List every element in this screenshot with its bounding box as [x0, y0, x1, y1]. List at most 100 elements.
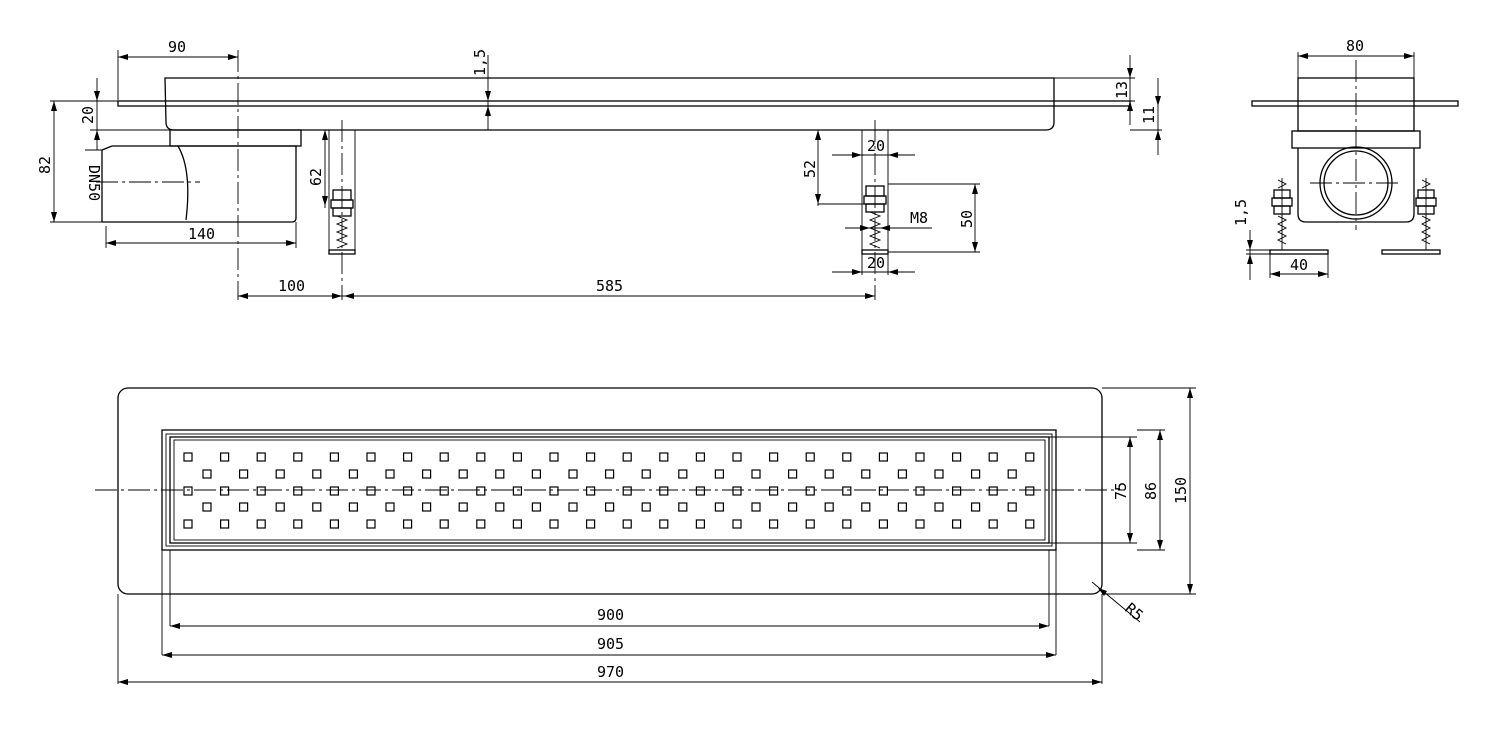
grate-hole — [549, 452, 559, 462]
grate-hole — [861, 502, 871, 512]
grate-hole — [768, 452, 779, 462]
grate-hole — [403, 486, 413, 496]
grate-hole — [549, 486, 559, 496]
dim-86: 86 — [1142, 482, 1160, 500]
grate-hole — [824, 469, 834, 479]
grate-hole — [366, 452, 376, 462]
grate-hole — [439, 519, 449, 529]
grate-hole — [183, 486, 193, 496]
dim-62: 62 — [307, 168, 325, 186]
dim-13: 13 — [1113, 81, 1131, 99]
grate-hole — [385, 502, 395, 512]
plan-view: 75 86 150 R5 900 905 970 — [95, 387, 1196, 685]
grate-hole — [329, 452, 339, 462]
grate-hole — [202, 502, 212, 512]
grate-hole — [256, 486, 266, 496]
grate-hole — [220, 519, 230, 529]
grate-holes — [183, 452, 1035, 529]
grate-hole — [275, 469, 285, 479]
grate-hole — [787, 469, 798, 479]
grate-hole — [934, 469, 944, 479]
grate-hole — [988, 519, 998, 529]
grate-hole — [458, 469, 468, 479]
dim-r5: R5 — [1121, 599, 1146, 624]
grate-hole — [239, 502, 249, 512]
grate-hole — [659, 452, 669, 462]
dim-1-5: 1,5 — [471, 49, 489, 76]
grate-hole — [476, 519, 486, 529]
grate-hole — [714, 469, 725, 479]
dim-m8: M8 — [910, 209, 928, 227]
dim-end-1-5: 1,5 — [1232, 199, 1250, 226]
grate-hole — [988, 452, 998, 462]
grate-hole — [751, 469, 761, 479]
grate-hole — [202, 469, 212, 479]
dim-52: 52 — [801, 160, 819, 178]
side-right-foot — [861, 120, 889, 300]
grate-hole — [622, 486, 632, 496]
grate-hole — [970, 469, 981, 479]
grate-hole — [403, 519, 413, 529]
side-channel-body — [164, 77, 1055, 131]
grate-hole — [878, 519, 889, 529]
grate-hole — [531, 469, 542, 479]
side-outlet-collar — [169, 129, 302, 147]
grate-hole — [239, 469, 249, 479]
grate-hole — [934, 502, 944, 512]
grate-hole — [458, 502, 468, 512]
grate-hole — [915, 452, 925, 462]
side-trap-curve — [177, 145, 189, 221]
grate-hole — [385, 469, 395, 479]
grate-hole — [220, 486, 230, 496]
grate-hole — [422, 469, 432, 479]
grate-hole — [568, 502, 578, 512]
grate-hole — [787, 502, 798, 512]
grate-hole — [641, 469, 651, 479]
grate-hole — [842, 452, 852, 462]
grate-hole — [732, 452, 742, 462]
grate-hole — [897, 502, 908, 512]
grate-hole — [312, 469, 322, 479]
dim-970: 970 — [597, 663, 624, 681]
grate-hole — [1025, 452, 1035, 462]
side-left-foot — [328, 120, 356, 300]
grate-hole — [915, 519, 925, 529]
dim-dn50: DN50 — [85, 165, 103, 201]
grate-hole — [183, 452, 193, 462]
grate-hole — [329, 486, 339, 496]
dim-150: 150 — [1172, 477, 1190, 504]
grate-hole — [842, 486, 852, 496]
grate-hole — [951, 452, 962, 462]
grate-hole — [366, 519, 376, 529]
grate-hole — [549, 519, 559, 529]
grate-hole — [422, 502, 432, 512]
grate-hole — [1025, 486, 1035, 496]
grate-hole — [915, 486, 925, 496]
dim-100: 100 — [278, 277, 305, 295]
grate-hole — [312, 502, 322, 512]
plan-outer-flange — [117, 387, 1103, 595]
dim-20-left: 20 — [79, 106, 97, 124]
grate-hole — [768, 519, 779, 529]
grate-hole — [439, 486, 449, 496]
grate-hole — [842, 519, 852, 529]
grate-hole — [641, 502, 651, 512]
grate-hole — [622, 452, 632, 462]
grate-hole — [329, 519, 339, 529]
grate-hole — [732, 486, 742, 496]
grate-hole — [256, 519, 266, 529]
grate-hole — [805, 519, 815, 529]
grate-hole — [604, 469, 615, 479]
grate-hole — [878, 452, 889, 462]
dim-11: 11 — [1140, 106, 1158, 124]
grate-hole — [751, 502, 761, 512]
grate-hole — [220, 452, 230, 462]
grate-hole — [824, 502, 834, 512]
grate-hole — [585, 519, 596, 529]
grate-hole — [512, 519, 523, 529]
dim-90: 90 — [168, 38, 186, 56]
grate-hole — [476, 486, 486, 496]
dim-20-bolt-top: 20 — [867, 137, 885, 155]
end-view: 80 1,5 40 — [1232, 37, 1459, 280]
